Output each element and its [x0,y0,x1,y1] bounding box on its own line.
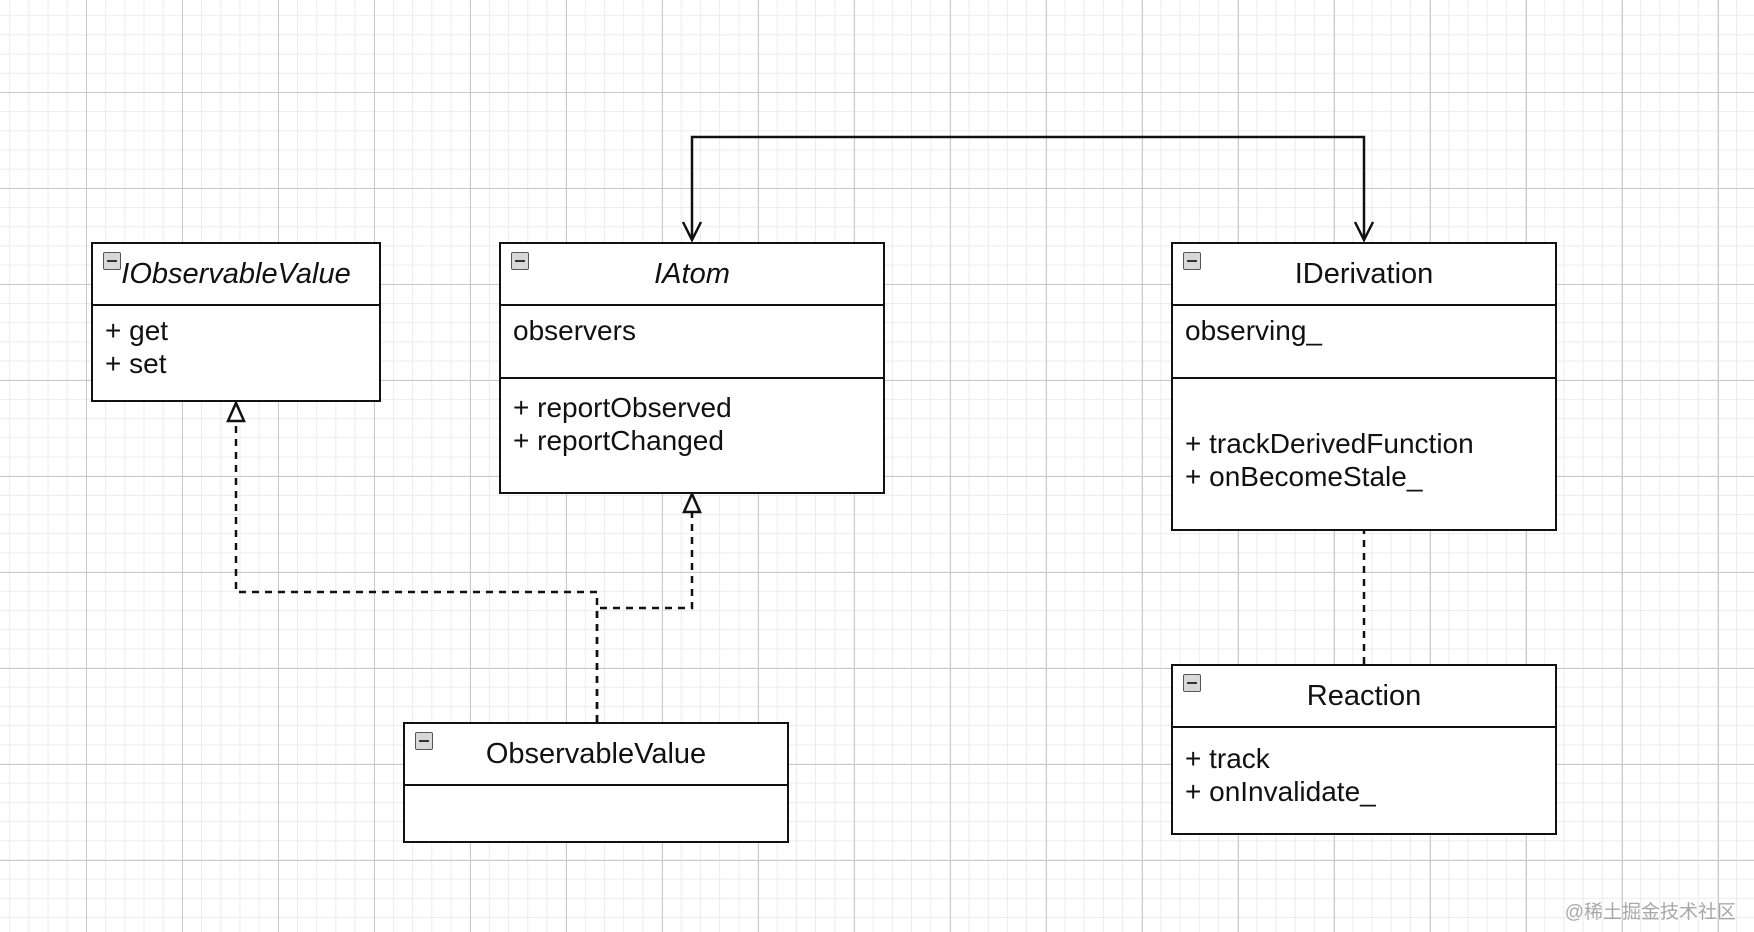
arrowhead-to-iatom [681,221,703,243]
field-observers: observers [513,315,636,346]
member-get: + get [105,315,169,346]
class-name: IDerivation [1294,257,1434,290]
methods-section: + reportObserved + reportChanged [501,379,883,465]
realization-observablevalue-iatom[interactable] [595,512,694,722]
collapse-toggle-icon[interactable] [511,252,529,270]
class-observablevalue[interactable]: ObservableValue [403,722,789,843]
method-reportobserved: + reportObserved [513,392,732,423]
class-header[interactable]: IAtom [501,244,883,306]
class-header[interactable]: IDerivation [1173,244,1555,306]
class-reaction[interactable]: Reaction + track + onInvalidate_ [1171,664,1557,835]
class-iderivation[interactable]: IDerivation observing_ + trackDerivedFun… [1171,242,1557,531]
field-observing: observing_ [1185,315,1322,346]
class-name: ObservableValue [485,737,707,770]
class-name: IObservableValue [121,257,351,290]
method-onbecomestale: + onBecomeStale_ [1185,461,1423,492]
fields-section: observers [501,306,883,379]
method-oninvalidate: + onInvalidate_ [1185,776,1376,807]
method-trackderivedfunction: + trackDerivedFunction [1185,428,1474,459]
members-section [405,786,787,802]
class-iobservablevalue[interactable]: IObservableValue + get + set [91,242,381,402]
class-header[interactable]: IObservableValue [93,244,379,306]
collapse-toggle-icon[interactable] [1183,252,1201,270]
fields-section: observing_ [1173,306,1555,379]
class-header[interactable]: ObservableValue [405,724,787,786]
class-iatom[interactable]: IAtom observers + reportObserved + repor… [499,242,885,494]
collapse-toggle-icon[interactable] [103,252,121,270]
methods-section: + trackDerivedFunction + onBecomeStale_ [1173,379,1555,501]
realization-head-iobservablevalue [226,399,246,423]
class-header[interactable]: Reaction [1173,666,1555,728]
watermark: @稀土掘金技术社区 [1564,902,1736,923]
class-name: IAtom [654,257,730,290]
member-set: + set [105,348,167,379]
association-iatom-iderivation[interactable] [690,135,1366,238]
class-name: Reaction [1306,679,1422,712]
collapse-toggle-icon[interactable] [415,732,433,750]
methods-section: + track + onInvalidate_ [1173,728,1555,816]
arrowhead-to-iderivation [1353,221,1375,243]
realization-head-iatom [682,490,702,514]
collapse-toggle-icon[interactable] [1183,674,1201,692]
method-reportchanged: + reportChanged [513,425,724,456]
method-track: + track [1185,743,1270,774]
members-section: + get + set [93,306,379,388]
